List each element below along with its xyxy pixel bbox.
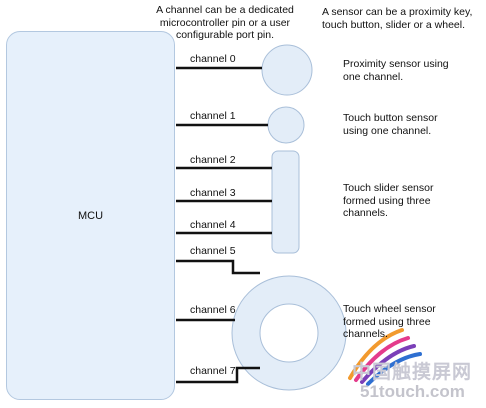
wheel-description: Touch wheel sensor formed using three ch… — [343, 303, 436, 341]
touch-wheel-sensor — [231, 275, 347, 391]
note-line: A sensor can be a proximity key, — [322, 6, 473, 18]
swoosh-stroke — [366, 352, 422, 386]
description-line: one channel. — [343, 70, 404, 83]
description-line: Proximity sensor using — [343, 58, 449, 70]
description-line: formed using three — [343, 194, 431, 207]
touch-button-sensor — [267, 106, 305, 144]
mcu-block: MCU — [6, 31, 175, 400]
channel-label-4: channel 4 — [190, 219, 236, 231]
description-line: channels. — [343, 207, 388, 219]
channel-label-5: channel 5 — [190, 245, 236, 257]
description-line: Touch wheel sensor — [343, 303, 436, 315]
channel-label-0: channel 0 — [190, 53, 236, 65]
channel-wires — [176, 66, 272, 384]
wire-channel-7 — [176, 366, 260, 384]
channel-label-7: channel 7 — [190, 365, 236, 377]
proximity-description: Proximity sensor using one channel. — [343, 58, 449, 83]
description-line: Touch slider sensor — [343, 182, 434, 194]
channel-label-3: channel 3 — [190, 187, 236, 199]
watermark-swoosh — [348, 328, 422, 386]
watermark-cn: 中国触摸屏网 — [352, 362, 473, 383]
note-line: configurable port pin. — [175, 29, 275, 41]
note-line: touch button, slider or a wheel. — [322, 18, 466, 31]
touch-slider-sensor — [271, 150, 300, 254]
mcu-label: MCU — [77, 210, 104, 222]
channel-label-1: channel 1 — [190, 110, 236, 122]
watermark-url: 51touch.com — [360, 382, 465, 401]
button-description: Touch button sensor using one channel. — [343, 112, 438, 137]
sensors — [231, 44, 347, 391]
note-line: microcontroller pin or a user — [159, 16, 291, 29]
description-line: using one channel. — [343, 124, 432, 137]
channel-label-6: channel 6 — [190, 304, 236, 316]
note-line: A channel can be a dedicated — [156, 4, 294, 16]
sensor-definition-note: A sensor can be a proximity key, touch b… — [322, 6, 486, 31]
proximity-sensor — [261, 44, 313, 96]
swoosh-stroke — [360, 344, 416, 384]
channel-definition-note: A channel can be a dedicated microcontro… — [155, 4, 295, 42]
description-line: formed using three — [343, 315, 431, 328]
description-line: channels. — [343, 328, 388, 340]
wire-channel-5 — [176, 259, 260, 275]
slider-description: Touch slider sensor formed using three c… — [343, 182, 433, 220]
swoosh-stroke — [348, 328, 404, 380]
channel-label-2: channel 2 — [190, 154, 236, 166]
description-line: Touch button sensor — [343, 112, 438, 124]
swoosh-stroke — [354, 336, 410, 382]
